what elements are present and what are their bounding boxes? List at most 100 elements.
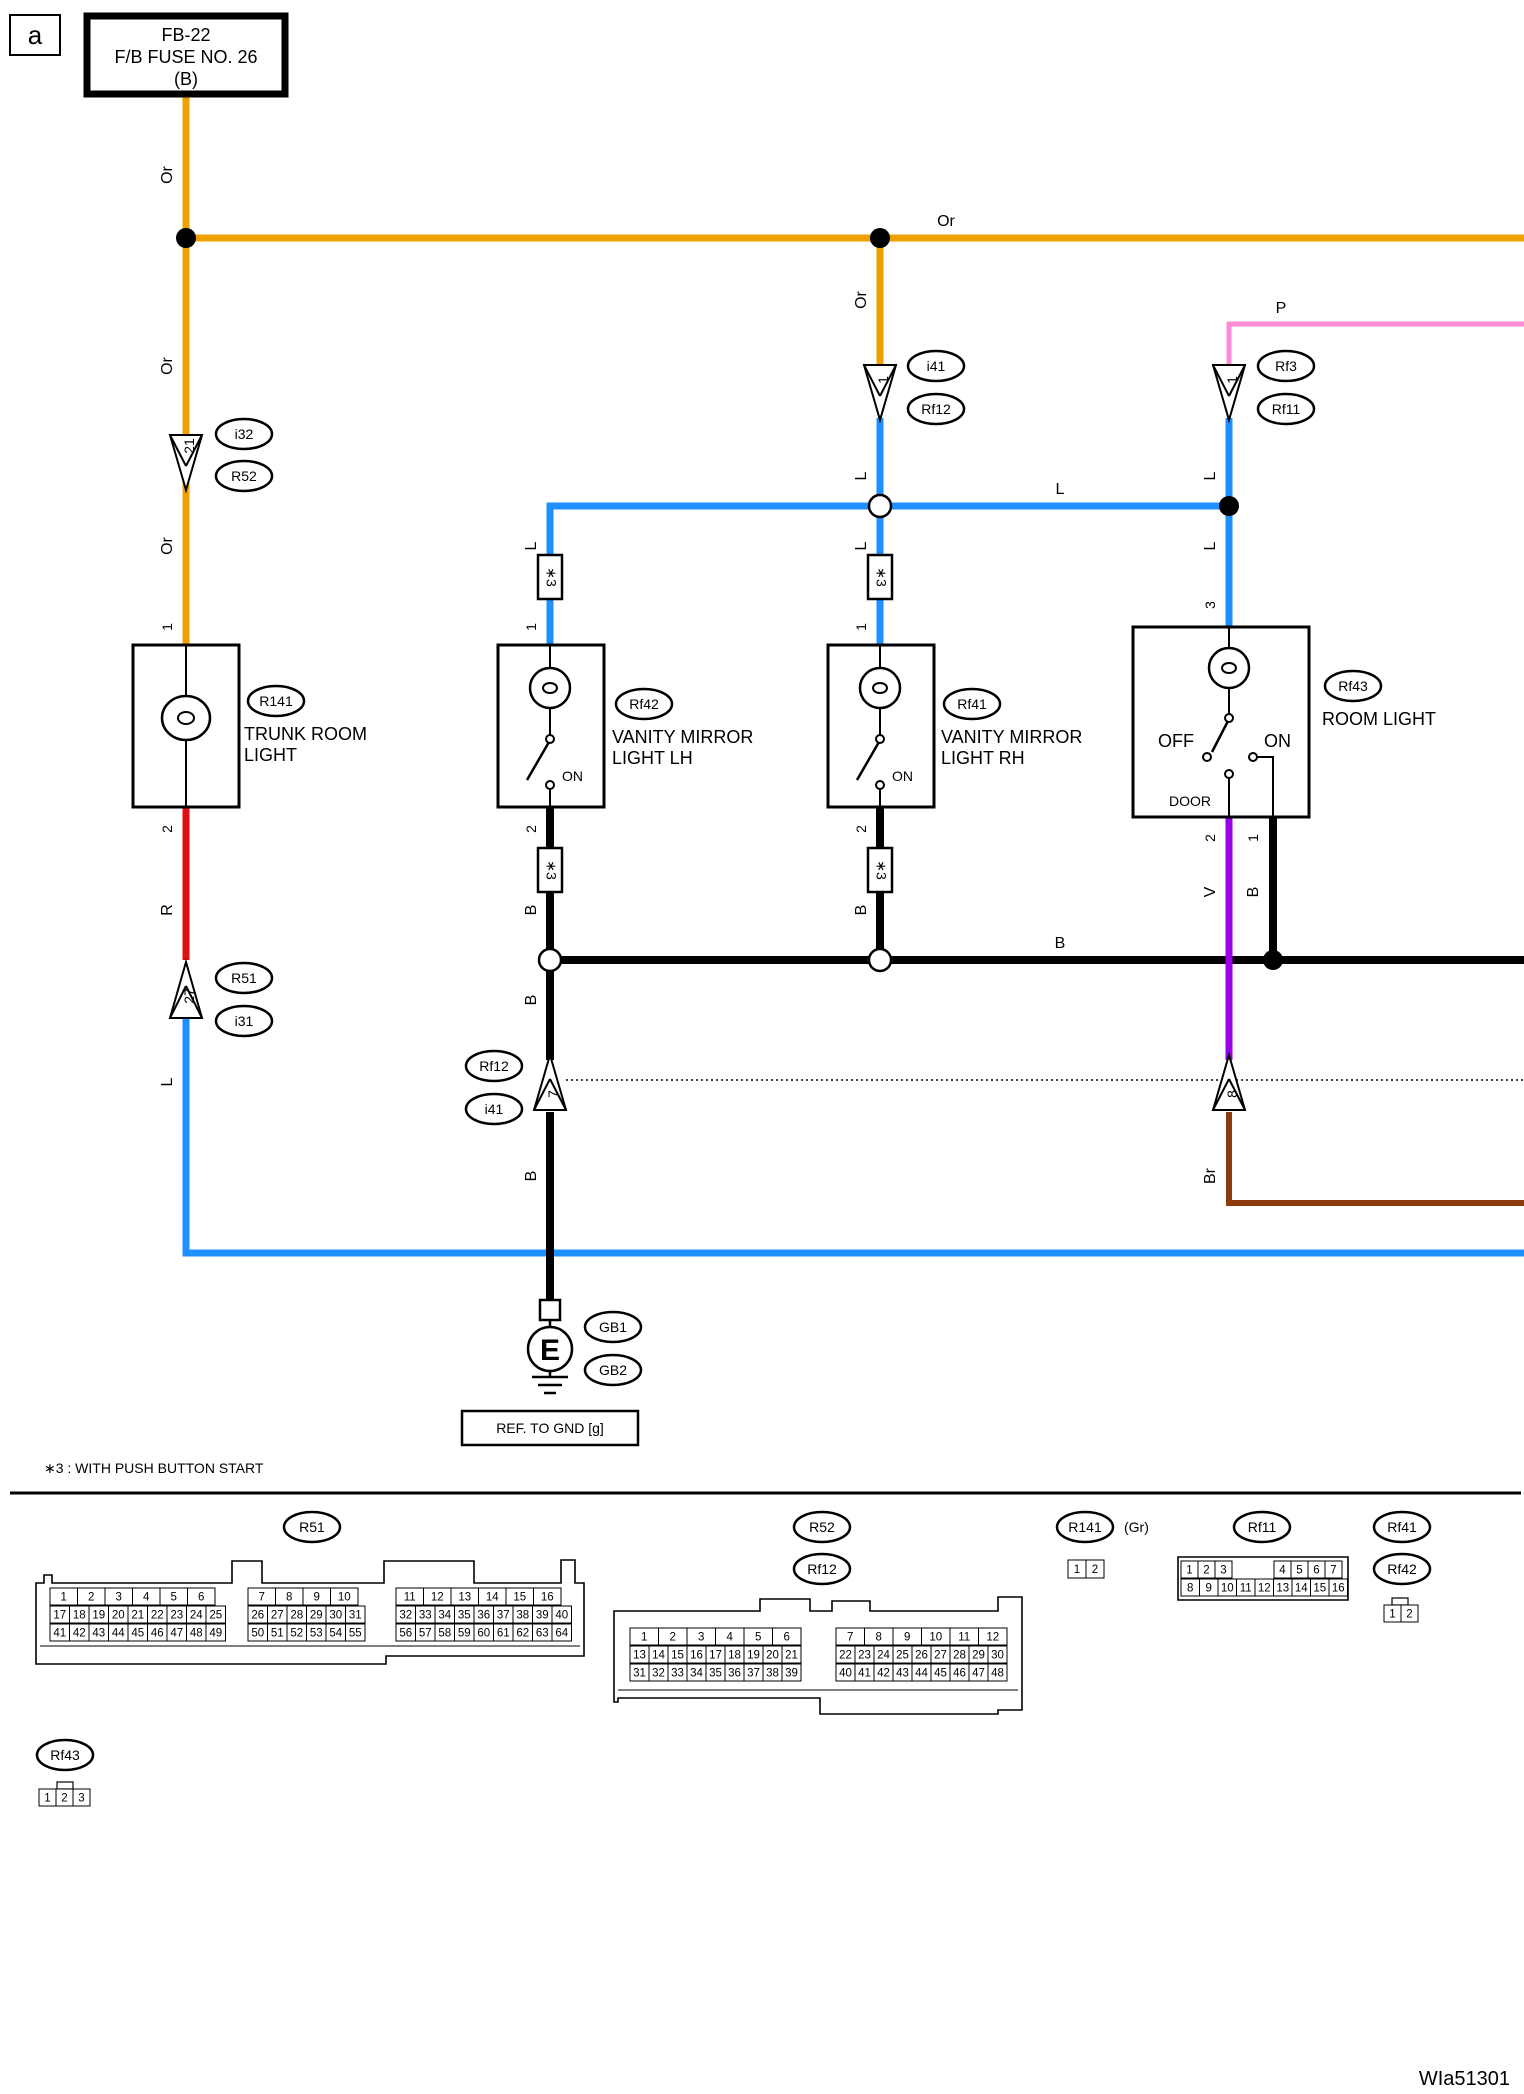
wire-label-or: Or [159, 356, 176, 374]
pin-label: 4 [1279, 1565, 1286, 1577]
pin-cell [1214, 1560, 1233, 1579]
pin-label: 2 [1406, 1609, 1412, 1621]
pin-label: 9 [904, 1632, 910, 1644]
ground-e-letter: E [540, 1334, 560, 1367]
wire-label-l: L [1056, 481, 1065, 498]
pin-label: 20 [112, 1610, 125, 1622]
inline-connector-room-light-ground: 8 [1211, 1051, 1247, 1111]
pin-label: 25 [209, 1610, 222, 1622]
connector-label-i41: i41 [485, 1101, 504, 1117]
connector-label-rf11: Rf11 [1272, 401, 1301, 417]
inline-connector-rf12-i41: 7 Rf12 i41 [464, 1049, 568, 1126]
connector-label-i31: i31 [235, 1013, 254, 1029]
connector-oval-rf3 [1256, 349, 1316, 383]
pin-number: 21 [181, 438, 197, 454]
footnote: ∗3 : WITH PUSH BUTTON START [44, 1460, 264, 1476]
pin-label: 35 [458, 1610, 471, 1622]
pin-label: 44 [915, 1668, 928, 1680]
pin-label: 6 [198, 1592, 204, 1604]
pin-number: 1 [1245, 834, 1261, 842]
pin-label: 16 [690, 1650, 703, 1662]
fuse-line-2: F/B FUSE NO. 26 [114, 47, 257, 67]
junction-open [867, 493, 893, 519]
connector-oval-r141 [246, 684, 306, 718]
pin-label: 3 [698, 1632, 704, 1644]
pin-label: 12 [431, 1592, 444, 1604]
wire-label-l: L [853, 471, 870, 480]
connector-oval-i31 [214, 1004, 274, 1038]
wire-label-b: B [1245, 887, 1262, 898]
junction-open [537, 947, 563, 973]
pin-cell [987, 1663, 1008, 1682]
connector-view-label: R51 [299, 1519, 325, 1535]
component-vanity-mirror-light-lh: ON 1 2 Rf42 VANITY MIRROR LIGHT LH [496, 623, 753, 833]
component-id: Rf41 [957, 696, 987, 712]
pin-label: 5 [171, 1592, 177, 1604]
pin-cell [187, 1587, 216, 1606]
pin-label: 30 [329, 1610, 342, 1622]
connector-view-color: (Gr) [1124, 1519, 1149, 1535]
pin-label: 13 [458, 1592, 471, 1604]
switch-on-label: ON [892, 768, 913, 784]
pin-label: 4 [143, 1592, 150, 1604]
pin-label: 18 [73, 1610, 86, 1622]
pin-label: 3 [1220, 1565, 1226, 1577]
pin-label: 23 [858, 1650, 871, 1662]
pin-cell [72, 1788, 91, 1807]
connector-view-label: Rf42 [1387, 1561, 1417, 1577]
svg-text:∗3: ∗3 [873, 567, 889, 587]
ground-reference: REF. TO GND [g] [496, 1420, 604, 1436]
pin-label: 14 [652, 1650, 665, 1662]
wire-label-l: L [1202, 541, 1219, 550]
pin-label: 20 [766, 1650, 779, 1662]
note-markers: ∗3 ∗3 ∗3 ∗3 [536, 553, 894, 894]
connector-oval-i41 [464, 1092, 524, 1126]
pin-label: 2 [88, 1592, 94, 1604]
diagram-id-label: a [28, 20, 43, 50]
svg-text:∗3: ∗3 [543, 860, 559, 880]
wire-p [1226, 321, 1524, 365]
wire-label-b: B [523, 1171, 540, 1182]
pin-label: 39 [536, 1610, 549, 1622]
pin-label: 1 [1186, 1565, 1192, 1577]
pin-label: 8 [1187, 1583, 1193, 1595]
component-id: Rf43 [1338, 678, 1368, 694]
pin-label: 45 [131, 1628, 144, 1640]
junction-open [867, 947, 893, 973]
note-marker-3: ∗3 [866, 846, 894, 894]
pin-label: 6 [784, 1632, 790, 1644]
junctions [176, 228, 1283, 973]
wire-label-or: Or [937, 213, 955, 230]
pin-number: 7 [545, 1090, 561, 1098]
pin-cell [330, 1587, 359, 1606]
wire-label-or: Or [853, 290, 870, 308]
junction-dot [1219, 496, 1239, 516]
pin-label: 7 [847, 1632, 853, 1644]
component-id: Rf42 [629, 696, 659, 712]
component-name: LIGHT [244, 745, 297, 765]
pin-label: 55 [349, 1628, 362, 1640]
pin-cell [781, 1663, 802, 1682]
pin-label: 21 [131, 1610, 144, 1622]
pin-label: 16 [1332, 1583, 1345, 1595]
note-marker-3: ∗3 [536, 846, 564, 894]
connector-label-r52: R52 [231, 468, 257, 484]
pin-label: 36 [477, 1610, 490, 1622]
pin-number: 1 [853, 623, 869, 631]
pin-label: 25 [896, 1650, 909, 1662]
pin-number: 1 [523, 623, 539, 631]
pin-label: 18 [728, 1650, 741, 1662]
connector-oval-rf11 [1256, 392, 1316, 426]
pin-label: 11 [958, 1632, 970, 1644]
diagram-id: a [9, 14, 61, 56]
pin-label: 28 [290, 1610, 303, 1622]
pin-cell [978, 1627, 1008, 1646]
wire-label-r: R [159, 904, 176, 916]
